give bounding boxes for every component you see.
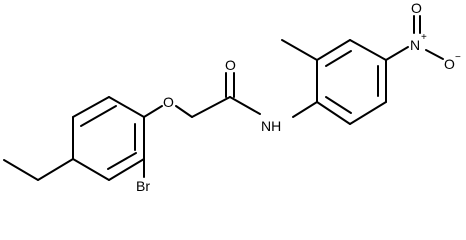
- o-ch2-bond: [175, 105, 193, 118]
- nitro-group: [385, 15, 444, 61]
- ethyl-group: [3, 158, 74, 181]
- bromine-label: Br: [136, 178, 150, 194]
- nitro-nitrogen-label: N: [410, 37, 420, 53]
- left-benzene-ring: [72, 96, 145, 181]
- nitro-oxygen-top-label: O: [411, 0, 422, 16]
- ring-o-bond: [143, 105, 163, 118]
- chemical-structure: Br O O NH N + O O −: [3, 0, 461, 194]
- carbonyl-oxygen-label: O: [225, 57, 236, 73]
- nitro-nitrogen-charge: +: [421, 32, 427, 43]
- nitro-oxygen-side-charge: −: [455, 52, 461, 63]
- nitro-oxygen-side-label: O: [444, 56, 455, 72]
- amide-group: [191, 72, 318, 118]
- amide-nh-label: NH: [261, 118, 281, 134]
- ether-oxygen-label: O: [163, 94, 174, 110]
- right-benzene-ring: [316, 39, 387, 125]
- methyl-bond: [281, 39, 318, 61]
